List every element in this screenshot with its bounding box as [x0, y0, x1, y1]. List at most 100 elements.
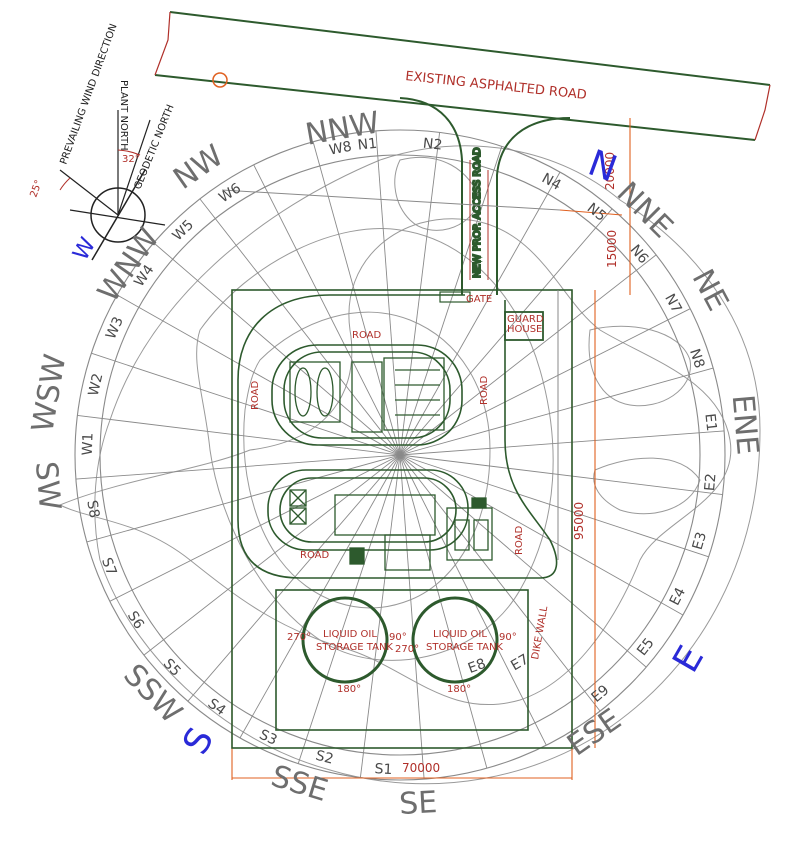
tank-right-deg-90: 90° [499, 632, 517, 643]
compass-sector-label: N2 [422, 136, 443, 154]
access-road-label: NEW PROP. ACCESS ROAD [472, 147, 483, 278]
compass-sector-label: N7 [661, 291, 684, 316]
offset-dimension-b: 15000 [605, 230, 619, 268]
radial-line [399, 254, 657, 456]
north-arrow: 32° 25° PLANT NORTH PREVAILING WIND DIRE… [28, 22, 176, 265]
gate-label: GATE [466, 294, 492, 305]
radial-line [116, 294, 401, 456]
radial-line [153, 242, 401, 456]
radial-line [399, 454, 488, 769]
road-label-right: ROAD [479, 376, 490, 405]
compass-sector-label: S7 [98, 556, 119, 578]
compass-sector-label: E2 [702, 473, 719, 492]
radial-line [399, 132, 441, 456]
internal-road-loops [237, 294, 558, 579]
tank-left-deg-270: 270° [287, 632, 311, 643]
existing-asphalted-road: EXISTING ASPHALTED ROAD [154, 11, 771, 141]
compass-sector-label: S3 [257, 727, 280, 749]
radial-line [109, 454, 401, 602]
road-label-left: ROAD [250, 381, 261, 410]
wind-rose-compass [74, 129, 726, 781]
radial-line [399, 454, 647, 668]
survey-point-marker [212, 72, 228, 88]
tank-left-label-2: STORAGE TANK [316, 642, 393, 653]
storage-tank-right: LIQUID OIL STORAGE TANK 270° 90° 180° [395, 596, 517, 695]
radial-line [143, 454, 401, 656]
gate-area: GATE GUARD HOUSE [439, 291, 544, 341]
cardinal-direction-label: S [175, 721, 222, 761]
guard-house-label-2: HOUSE [507, 324, 542, 335]
radial-line [399, 454, 723, 496]
tank-right-deg-270: 270° [395, 644, 419, 655]
process-equipment-upper [289, 357, 445, 433]
road-label-top: ROAD [352, 330, 381, 341]
compass-sector-label: W2 [86, 372, 107, 398]
radial-line [375, 130, 401, 456]
road-label-bottom-left: ROAD [300, 550, 329, 561]
tank-right-label-1: LIQUID OIL [433, 629, 487, 640]
radial-line [239, 454, 401, 739]
offset-dimension-a: 20000 [603, 152, 617, 190]
compass-sector-label: S8 [83, 499, 102, 519]
process-equipment-lower [289, 489, 493, 571]
radial-line [399, 454, 547, 746]
compass-sector-label: S6 [124, 609, 147, 633]
radial-line [399, 454, 709, 558]
compass-sector-label: E4 [667, 585, 689, 608]
plant-north-label: PLANT NORTH [118, 80, 129, 151]
compass-sector-label: W8 [328, 139, 353, 159]
radial-line [399, 454, 425, 780]
road-label: EXISTING ASPHALTED ROAD [405, 69, 588, 103]
width-dimension: 70000 [402, 761, 440, 775]
compass-direction-label: WSW [25, 352, 73, 435]
compass-sector-label: N4 [539, 170, 564, 193]
tank-left-deg-180: 180° [337, 684, 361, 695]
radial-line [399, 208, 613, 456]
compass-sector-label: E3 [690, 530, 710, 551]
topographic-contours [58, 145, 761, 785]
dimension-lines [231, 118, 631, 780]
compass-sector-label: W1 [80, 432, 97, 455]
compass-direction-label: SSE [267, 759, 332, 809]
height-dimension: 95000 [572, 502, 586, 540]
north-arrow-w-letter: W [69, 233, 102, 265]
geodetic-north-label: GEODETIC NORTH [133, 103, 177, 191]
compass-direction-label: WNW [91, 222, 167, 309]
compass-direction-label: SE [398, 785, 438, 822]
compass-direction-label: NNE [610, 175, 680, 245]
dike-wall-label: DIKE WALL [530, 605, 550, 661]
compass-direction-label: ESE [561, 702, 628, 763]
compass-direction-label: SW [28, 460, 67, 512]
compass-sector-label: S1 [374, 761, 393, 778]
radial-line [253, 164, 401, 456]
guard-house [504, 311, 544, 341]
tank-left-label-1: LIQUID OIL [323, 629, 377, 640]
compass-sector-label: N8 [686, 347, 707, 370]
radial-line [399, 454, 684, 616]
cardinal-direction-label: E [665, 639, 712, 679]
compass-sector-label: S2 [314, 748, 335, 768]
tank-right-deg-180: 180° [447, 684, 471, 695]
radial-line [199, 198, 401, 456]
radial-line [86, 454, 401, 543]
compass-sector-label: E7 [508, 651, 531, 674]
radial-line [399, 146, 503, 456]
radial-line [312, 141, 401, 456]
prevailing-wind-label: PREVAILING WIND DIRECTION [58, 22, 119, 166]
compass-direction-label: NW [167, 138, 230, 197]
radial-line [91, 352, 401, 456]
plant-boundary [221, 189, 573, 749]
compass-sector-label: N1 [357, 136, 378, 154]
new-access-road: NEW PROP. ACCESS ROAD [399, 97, 571, 295]
compass-direction-label: ENE [725, 393, 765, 456]
compass-sector-label: E1 [701, 413, 719, 432]
radial-line [399, 308, 691, 456]
radial-line [399, 454, 601, 712]
tank-right-label-2: STORAGE TANK [426, 642, 503, 653]
radial-line [399, 171, 561, 456]
angle-label-32: 32° [122, 154, 140, 165]
radial-line [399, 367, 714, 456]
storage-tank-left: LIQUID OIL STORAGE TANK 270° 90° 180° [287, 596, 407, 695]
radial-line [297, 454, 401, 764]
